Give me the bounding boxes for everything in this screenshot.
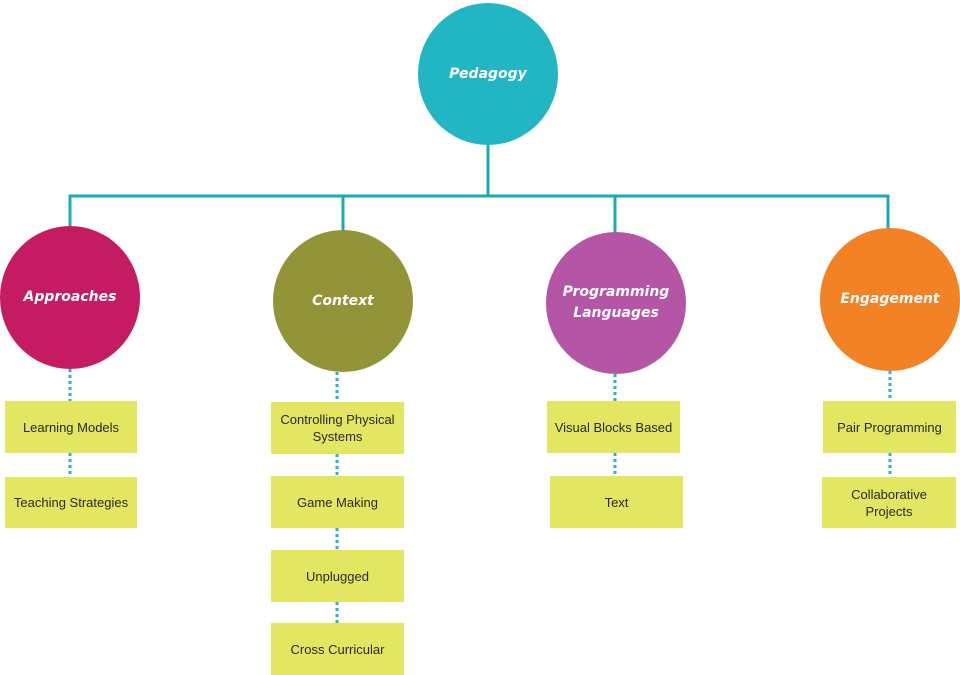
root-node-pedagogy: Pedagogy: [418, 3, 558, 145]
item-label: Text: [604, 494, 629, 510]
category-node-programming-languages: Programming Languages: [546, 232, 686, 374]
root-node-label: Pedagogy: [449, 65, 527, 82]
item-box-game-making: Game Making: [271, 476, 404, 528]
item-box-text: Text: [550, 476, 683, 528]
item-label: Visual Blocks Based: [554, 419, 673, 435]
category-label-approaches: Approaches: [23, 289, 117, 305]
item-label: Teaching Strategies: [13, 495, 129, 510]
category-label-engagement: Engagement: [840, 291, 940, 307]
item-box-collaborative-projects: Collaborative Projects: [822, 477, 956, 528]
item-box-cross-curricular: Cross Curricular: [271, 623, 404, 675]
item-box-learning-models: Learning Models: [5, 401, 137, 453]
category-node-context: Context: [273, 230, 413, 372]
item-label: Unplugged: [306, 568, 369, 584]
category-node-engagement: Engagement: [820, 228, 960, 371]
category-label-programming-languages: Programming Languages: [562, 284, 670, 321]
item-label: Pair Programming: [837, 419, 942, 435]
item-box-visual-blocks-based: Visual Blocks Based: [547, 401, 680, 453]
category-node-approaches: Approaches: [0, 226, 140, 369]
item-label: Controlling Physical Systems: [280, 412, 395, 444]
item-label: Cross Curricular: [290, 641, 385, 657]
item-label: Learning Models: [22, 419, 120, 435]
item-box-unplugged: Unplugged: [271, 550, 404, 602]
item-box-controlling-physical-systems: Controlling Physical Systems: [271, 402, 404, 454]
item-label: Collaborative Projects: [851, 486, 927, 519]
category-label-context: Context: [312, 292, 374, 309]
item-label: Game Making: [297, 494, 378, 510]
item-box-teaching-strategies: Teaching Strategies: [5, 477, 137, 528]
item-box-pair-programming: Pair Programming: [823, 401, 956, 453]
